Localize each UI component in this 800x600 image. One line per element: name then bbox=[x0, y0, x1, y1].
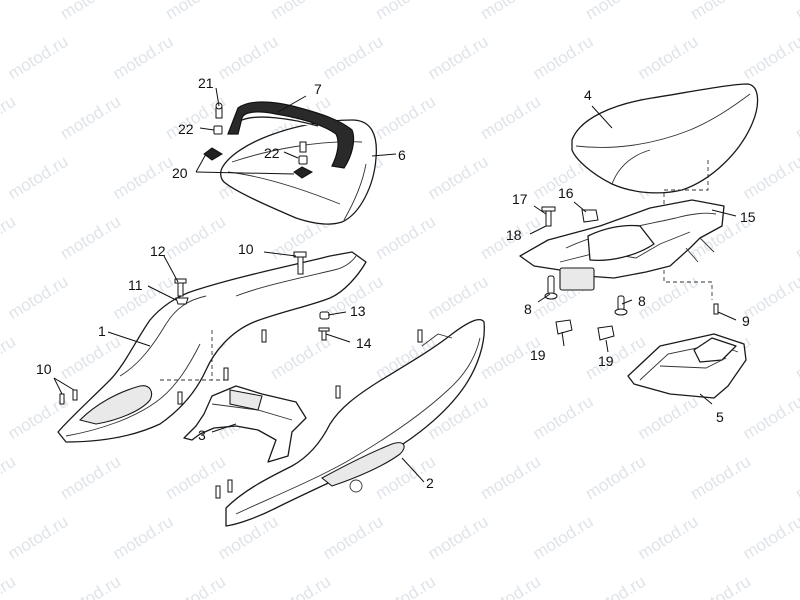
callout-22-left: 22 bbox=[178, 121, 194, 137]
watermark-text: motod.ru bbox=[0, 332, 19, 384]
watermark-text: motod.ru bbox=[530, 392, 597, 444]
seat-tray-part-15 bbox=[519, 199, 725, 291]
watermark-text: motod.ru bbox=[687, 0, 754, 23]
watermark-text: motod.ru bbox=[5, 32, 72, 84]
watermark-text: motod.ru bbox=[477, 92, 544, 144]
watermark-text: motod.ru bbox=[425, 512, 492, 564]
callout-15: 15 bbox=[740, 209, 756, 225]
tool-tray-part-5 bbox=[627, 333, 747, 399]
watermark-text: motod.ru bbox=[320, 512, 387, 564]
callout-7: 7 bbox=[314, 81, 322, 97]
watermark-text: motod.ru bbox=[635, 512, 702, 564]
callout-10-top: 10 bbox=[238, 241, 254, 257]
watermark-text: motod.ru bbox=[582, 572, 649, 600]
watermark-text: motod.ru bbox=[635, 392, 702, 444]
callout-12: 12 bbox=[150, 243, 166, 259]
callout-6: 6 bbox=[398, 147, 406, 163]
watermark-text: motod.ru bbox=[425, 32, 492, 84]
watermark-text: motod.ru bbox=[57, 212, 124, 264]
watermark-text: motod.ru bbox=[267, 0, 334, 23]
watermark-text: motod.ru bbox=[477, 0, 544, 23]
watermark-text: motod.ru bbox=[372, 92, 439, 144]
watermark-text: motod.ru bbox=[687, 572, 754, 600]
callout-1: 1 bbox=[98, 323, 106, 339]
watermark-text: motod.ru bbox=[372, 0, 439, 23]
watermark-text: motod.ru bbox=[57, 92, 124, 144]
callout-10-left: 10 bbox=[36, 361, 52, 377]
watermark-text: motod.ru bbox=[0, 0, 19, 23]
watermark-text: motod.ru bbox=[162, 212, 229, 264]
watermark-text: motod.ru bbox=[425, 272, 492, 324]
watermark-text: motod.ru bbox=[0, 572, 19, 600]
watermark-text: motod.ru bbox=[530, 32, 597, 84]
watermark-text: motod.ru bbox=[162, 572, 229, 600]
callout-2: 2 bbox=[426, 475, 434, 491]
callout-22-right: 22 bbox=[264, 145, 280, 161]
watermark-text: motod.ru bbox=[425, 152, 492, 204]
callout-11: 11 bbox=[128, 277, 143, 293]
right-side-panel-part-2 bbox=[225, 319, 485, 527]
leader-lines bbox=[53, 87, 737, 483]
watermark-text: motod.ru bbox=[110, 152, 177, 204]
callout-19-right: 19 bbox=[598, 353, 614, 369]
watermark-text: motod.ru bbox=[0, 92, 19, 144]
watermark-text: motod.ru bbox=[57, 452, 124, 504]
watermark-text: motod.ru bbox=[582, 0, 649, 23]
seat-fasteners bbox=[203, 102, 314, 179]
watermark-text: motod.ru bbox=[372, 212, 439, 264]
callout-8-right: 8 bbox=[638, 293, 646, 309]
watermark-text: motod.ru bbox=[320, 32, 387, 84]
watermark-text: motod.ru bbox=[267, 572, 334, 600]
watermark-text: motod.ru bbox=[792, 572, 800, 600]
watermark-text: motod.ru bbox=[110, 512, 177, 564]
watermark-text: motod.ru bbox=[57, 572, 124, 600]
watermark-text: motod.ru bbox=[477, 572, 544, 600]
rider-seat-part-4 bbox=[571, 83, 759, 300]
watermark-text: motod.ru bbox=[740, 392, 800, 444]
callout-16: 16 bbox=[558, 185, 574, 201]
grab-handle-part-7 bbox=[227, 101, 355, 169]
watermark-text: motod.ru bbox=[162, 0, 229, 23]
watermark-text: motod.ru bbox=[530, 512, 597, 564]
watermark-text: motod.ru bbox=[110, 32, 177, 84]
fasteners bbox=[59, 206, 719, 499]
watermark-text: motod.ru bbox=[215, 32, 282, 84]
callout-17: 17 bbox=[512, 191, 528, 207]
callout-21: 21 bbox=[198, 75, 214, 91]
watermark-text: motod.ru bbox=[372, 572, 439, 600]
watermark-text: motod.ru bbox=[792, 212, 800, 264]
watermark-text: motod.ru bbox=[0, 212, 19, 264]
callout-3: 3 bbox=[198, 427, 206, 443]
watermark-text: motod.ru bbox=[57, 0, 124, 23]
watermark-text: motod.ru bbox=[635, 32, 702, 84]
callout-19-left: 19 bbox=[530, 347, 546, 363]
left-side-panel-part-1 bbox=[57, 251, 367, 443]
callout-18: 18 bbox=[506, 227, 522, 243]
rear-bracket-part-3 bbox=[183, 385, 307, 463]
callout-9: 9 bbox=[742, 313, 750, 329]
watermark-text: motod.ru bbox=[5, 512, 72, 564]
callout-labels: 1 2 3 4 5 6 7 8 8 9 10 10 11 12 13 14 15… bbox=[36, 75, 756, 491]
watermark-text: motod.ru bbox=[0, 452, 19, 504]
watermark-text: motod.ru bbox=[477, 452, 544, 504]
callout-4: 4 bbox=[584, 87, 592, 103]
watermark-text: motod.ru bbox=[5, 152, 72, 204]
callout-14: 14 bbox=[356, 335, 372, 351]
callout-8-left: 8 bbox=[524, 301, 532, 317]
watermark-text: motod.ru bbox=[792, 452, 800, 504]
callout-13: 13 bbox=[350, 303, 366, 319]
watermark-text: motod.ru bbox=[792, 0, 800, 23]
watermark-text: motod.ru bbox=[740, 152, 800, 204]
callout-20: 20 bbox=[172, 165, 188, 181]
watermark-text: motod.ru bbox=[792, 92, 800, 144]
watermark-text: motod.ru bbox=[582, 452, 649, 504]
watermark-text: motod.ru bbox=[792, 332, 800, 384]
watermark-text: motod.ru bbox=[687, 452, 754, 504]
callout-5: 5 bbox=[716, 409, 724, 425]
watermark-text: motod.ru bbox=[5, 272, 72, 324]
watermark-text: motod.ru bbox=[740, 32, 800, 84]
watermark-text: motod.ru bbox=[740, 512, 800, 564]
